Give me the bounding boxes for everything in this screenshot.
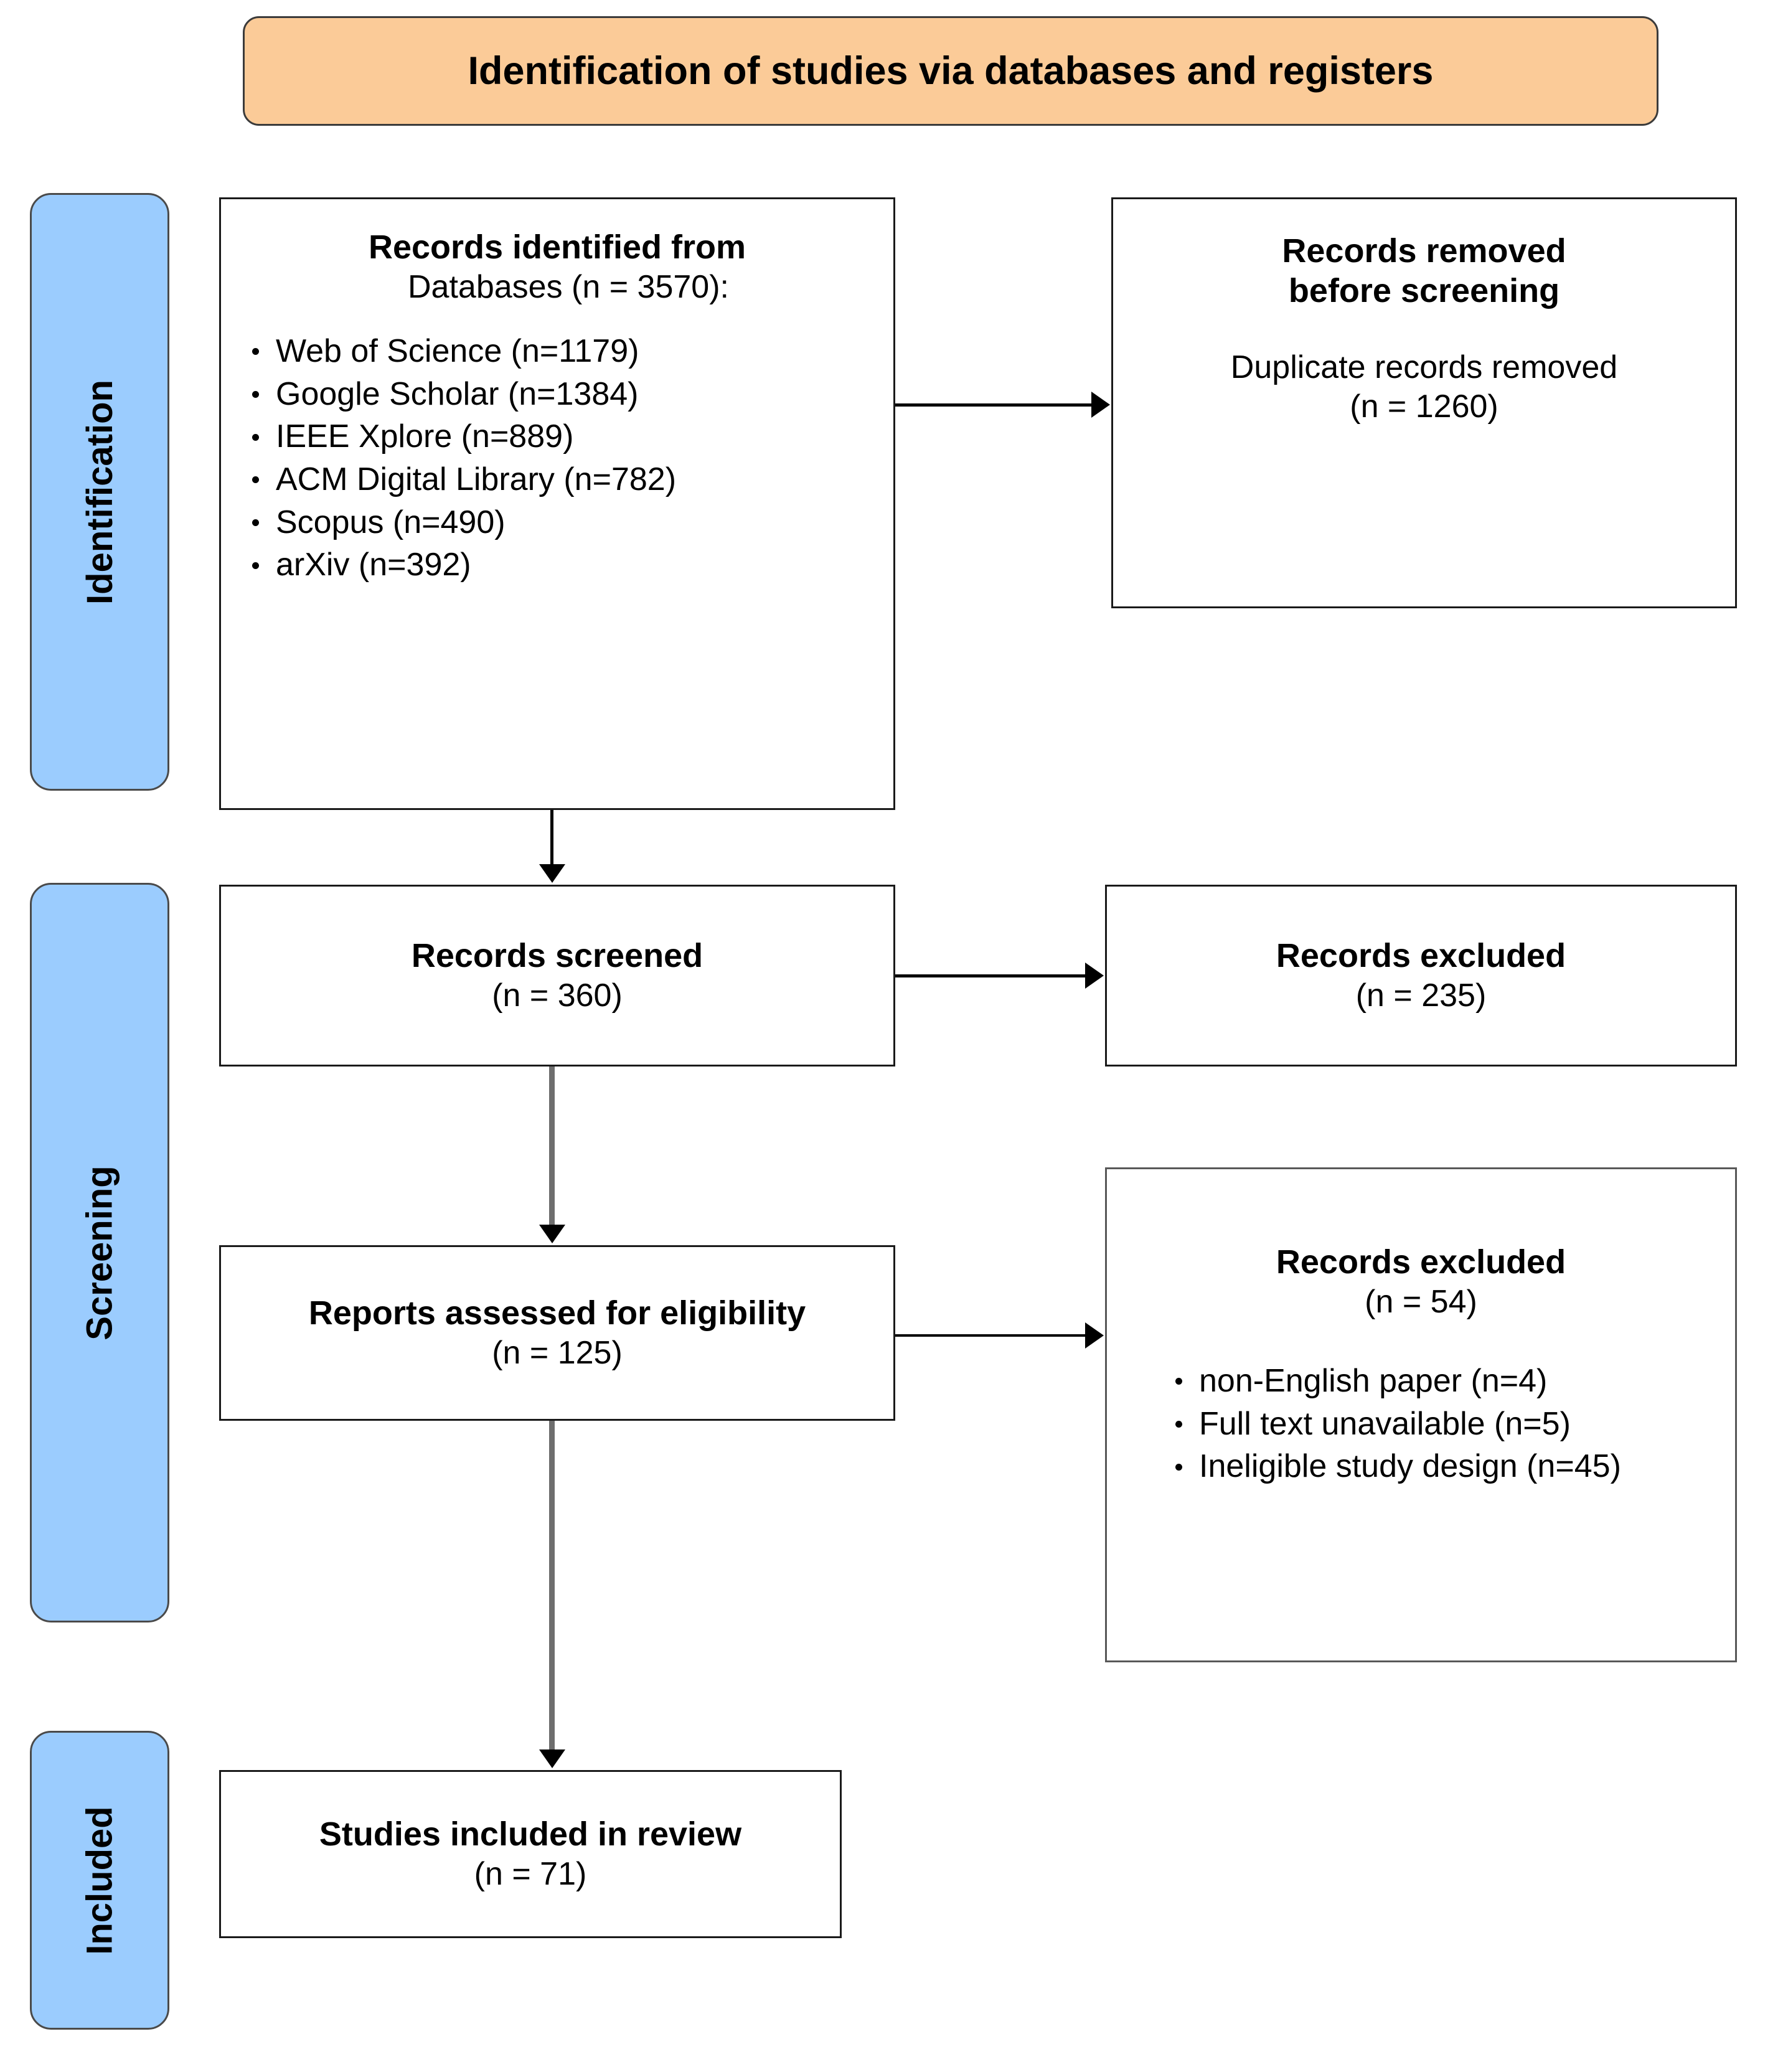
stage-label-screening: Screening [30,883,169,1622]
list-item: Full text unavailable (n=5) [1170,1403,1729,1446]
connector-screened-to-eligibility [549,1067,555,1227]
stage-label-identification-text: Identification [79,379,120,605]
list-item: Web of Science (n=1179) [247,330,875,373]
arrowhead-identified-to-removed [1091,392,1110,418]
box-reports-assessed-eligibility-title: Reports assessed for eligibility [308,1294,806,1332]
list-item: Scopus (n=490) [247,501,875,544]
stage-label-identification: Identification [30,193,169,791]
box-records-excluded-eligibility: Records excluded (n = 54) non-English pa… [1105,1167,1737,1662]
list-item: Ineligible study design (n=45) [1170,1445,1729,1488]
exclusion-reason-list: non-English paper (n=4) Full text unavai… [1170,1360,1729,1488]
list-item: non-English paper (n=4) [1170,1360,1729,1403]
header-banner: Identification of studies via databases … [243,16,1658,126]
connector-identified-to-removed [895,403,1091,407]
header-banner-title: Identification of studies via databases … [468,49,1434,93]
arrowhead-screened-to-excluded [1085,963,1104,989]
box-reports-assessed-eligibility-count: (n = 125) [492,1334,623,1371]
box-studies-included-count: (n = 71) [474,1855,587,1892]
arrowhead-identified-to-screened [539,864,565,883]
box-records-excluded-screening: Records excluded (n = 235) [1105,885,1737,1067]
box-records-screened: Records screened (n = 360) [219,885,895,1067]
box-records-removed-title-line1: Records removed [1282,232,1566,270]
list-item: arXiv (n=392) [247,544,875,586]
arrowhead-eligibility-to-included [539,1749,565,1768]
box-records-removed-detail-line1: Duplicate records removed [1230,349,1618,386]
box-records-excluded-eligibility-title: Records excluded [1276,1243,1566,1281]
box-records-removed: Records removed before screening Duplica… [1111,197,1737,608]
connector-eligibility-to-excluded [895,1334,1085,1337]
box-records-excluded-eligibility-count: (n = 54) [1365,1283,1477,1320]
stage-label-included: Included [30,1731,169,2030]
connector-screened-to-excluded [895,974,1085,977]
arrowhead-eligibility-to-excluded [1085,1322,1104,1349]
box-records-excluded-screening-count: (n = 235) [1355,977,1487,1014]
list-item: IEEE Xplore (n=889) [247,415,875,458]
box-records-identified-title: Records identified from [368,228,746,266]
list-item: Google Scholar (n=1384) [247,373,875,416]
box-records-screened-title: Records screened [411,936,703,974]
connector-eligibility-to-included [549,1421,555,1752]
box-studies-included: Studies included in review (n = 71) [219,1770,842,1938]
arrowhead-screened-to-eligibility [539,1225,565,1243]
box-records-screened-count: (n = 360) [492,977,623,1014]
box-records-excluded-screening-title: Records excluded [1276,936,1566,974]
stage-label-screening-text: Screening [79,1165,120,1340]
database-source-list: Web of Science (n=1179) Google Scholar (… [247,330,875,586]
box-studies-included-title: Studies included in review [319,1815,742,1853]
box-reports-assessed-eligibility: Reports assessed for eligibility (n = 12… [219,1245,895,1421]
box-records-identified: Records identified from Databases (n = 3… [219,197,895,810]
box-records-identified-subtitle: Databases (n = 3570): [408,268,729,305]
list-item: ACM Digital Library (n=782) [247,458,875,501]
connector-identified-to-screened [550,810,553,866]
stage-label-included-text: Included [79,1806,120,1955]
box-records-removed-title-line2: before screening [1288,271,1560,309]
box-records-removed-detail-line2: (n = 1260) [1350,388,1498,425]
